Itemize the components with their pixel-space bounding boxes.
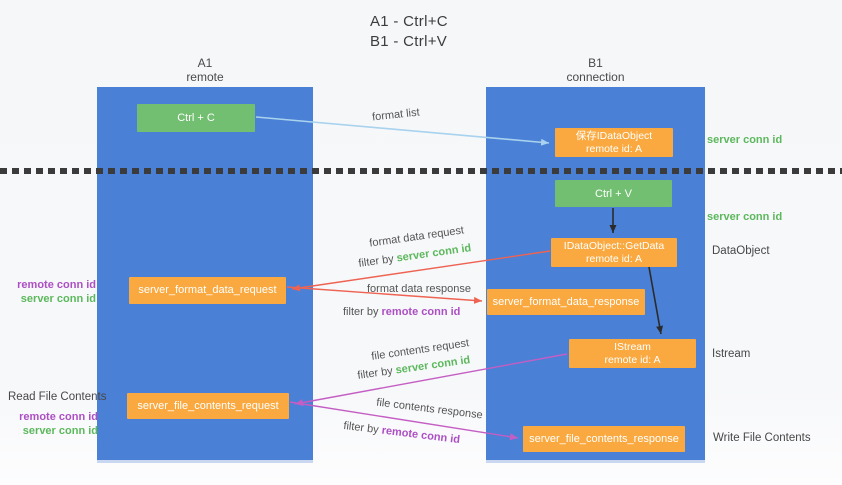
- label-filter-by-remote-conn-id-1: filter by remote conn id: [343, 306, 460, 318]
- lane-a1-name: A1: [197, 56, 213, 70]
- label-format-data-response-text: format data response: [367, 283, 471, 295]
- lane-b1-header: B1 connection: [486, 56, 705, 84]
- filter-by-text: filter by: [357, 253, 395, 270]
- remote-conn-id-text: remote conn id: [381, 306, 461, 318]
- filter-by-text: filter by: [342, 419, 380, 437]
- lane-b1-subtitle: connection: [566, 70, 625, 84]
- box-ctrl-v: Ctrl + V: [555, 180, 672, 207]
- box-save-idataobject-line1: 保存IDataObject: [575, 129, 653, 142]
- lane-a1-subtitle: remote: [186, 70, 224, 84]
- label-file-contents-response-text: file contents response: [375, 396, 484, 422]
- box-format-response-label: server_format_data_response: [492, 295, 640, 308]
- box-ctrl-v-label: Ctrl + V: [595, 187, 632, 200]
- title-line-1: A1 - Ctrl+C: [370, 13, 448, 30]
- box-ctrl-c: Ctrl + C: [137, 104, 255, 132]
- side-stack-format-ids: remote conn id server conn id: [14, 278, 96, 306]
- lane-b1-name: B1: [588, 56, 603, 70]
- box-server-file-contents-response: server_file_contents_response: [523, 426, 685, 452]
- side-label-read-file-contents: Read File Contents: [8, 391, 107, 403]
- box-server-file-contents-request: server_file_contents_request: [127, 393, 289, 419]
- label-file-contents-response: file contents response: [376, 397, 484, 422]
- box-server-format-data-response: server_format_data_response: [487, 289, 645, 315]
- box-getdata-line1: IDataObject::GetData: [563, 239, 665, 252]
- box-file-response-label: server_file_contents_response: [529, 432, 679, 445]
- side-stack-file-ids: remote conn id server conn id: [16, 410, 98, 438]
- side-label-remote-conn-id-2: remote conn id: [19, 411, 98, 423]
- session-divider: [0, 168, 842, 174]
- side-label-istream: Istream: [712, 348, 751, 360]
- box-save-idataobject: 保存IDataObject remote id: A: [555, 128, 673, 157]
- box-server-format-data-request: server_format_data_request: [129, 277, 286, 304]
- box-istream-line2: remote id: A: [604, 353, 661, 366]
- title-line-2: B1 - Ctrl+V: [370, 33, 448, 50]
- side-label-server-conn-id-2: server conn id: [22, 425, 98, 437]
- side-label-dataobject: DataObject: [712, 245, 770, 257]
- box-getdata-line2: remote id: A: [585, 252, 643, 265]
- filter-by-text: filter by: [356, 365, 394, 382]
- side-label-write-file-contents: Write File Contents: [713, 432, 811, 444]
- box-ctrl-c-label: Ctrl + C: [177, 112, 215, 124]
- box-file-request-label: server_file_contents_request: [137, 399, 279, 412]
- side-label-server-conn-id-top: server conn id: [707, 134, 783, 146]
- box-format-request-label: server_format_data_request: [138, 284, 277, 296]
- box-istream: IStream remote id: A: [569, 339, 696, 368]
- box-save-idataobject-line2: remote id: A: [585, 142, 643, 155]
- box-idataobject-getdata: IDataObject::GetData remote id: A: [551, 238, 677, 267]
- lane-a1-header: A1 remote: [97, 56, 313, 84]
- label-format-list-text: format list: [371, 106, 421, 124]
- remote-conn-id-text: remote conn id: [380, 424, 461, 447]
- side-label-server-conn-id-1: server conn id: [20, 293, 96, 305]
- box-istream-line1: IStream: [614, 340, 651, 353]
- side-label-server-conn-id-mid: server conn id: [707, 211, 783, 223]
- server-conn-id-text: server conn id: [395, 242, 473, 265]
- label-format-data-response: format data response: [367, 283, 471, 295]
- label-filter-by-remote-conn-id-2: filter by remote conn id: [343, 420, 461, 446]
- side-label-remote-conn-id-1: remote conn id: [17, 279, 96, 291]
- diagram-title: A1 - Ctrl+C B1 - Ctrl+V: [370, 12, 448, 52]
- filter-by-text: filter by: [343, 306, 379, 318]
- label-format-list: format list: [372, 107, 421, 124]
